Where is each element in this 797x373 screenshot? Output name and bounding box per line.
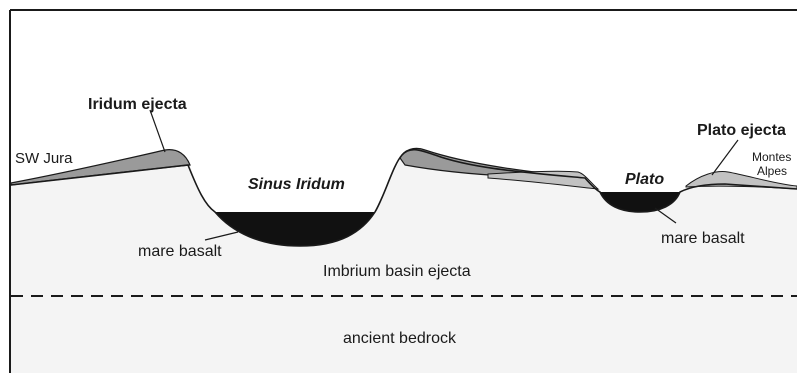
label-sinus-iridum: Sinus Iridum xyxy=(248,176,345,193)
label-mare-basalt-left: mare basalt xyxy=(138,243,222,260)
label-mare-basalt-right: mare basalt xyxy=(661,230,745,247)
label-imbrium-basin-ejecta: Imbrium basin ejecta xyxy=(323,263,471,280)
label-plato: Plato xyxy=(625,171,664,188)
label-iridum-ejecta: Iridum ejecta xyxy=(88,96,187,113)
label-alpes: Alpes xyxy=(757,164,787,178)
label-montes: Montes xyxy=(752,150,791,164)
leader-plato-ejecta xyxy=(712,140,738,175)
leader-iridum-ejecta xyxy=(150,110,165,152)
label-plato-ejecta: Plato ejecta xyxy=(697,122,786,139)
label-sw-jura: SW Jura xyxy=(15,150,73,167)
label-ancient-bedrock: ancient bedrock xyxy=(343,330,457,347)
